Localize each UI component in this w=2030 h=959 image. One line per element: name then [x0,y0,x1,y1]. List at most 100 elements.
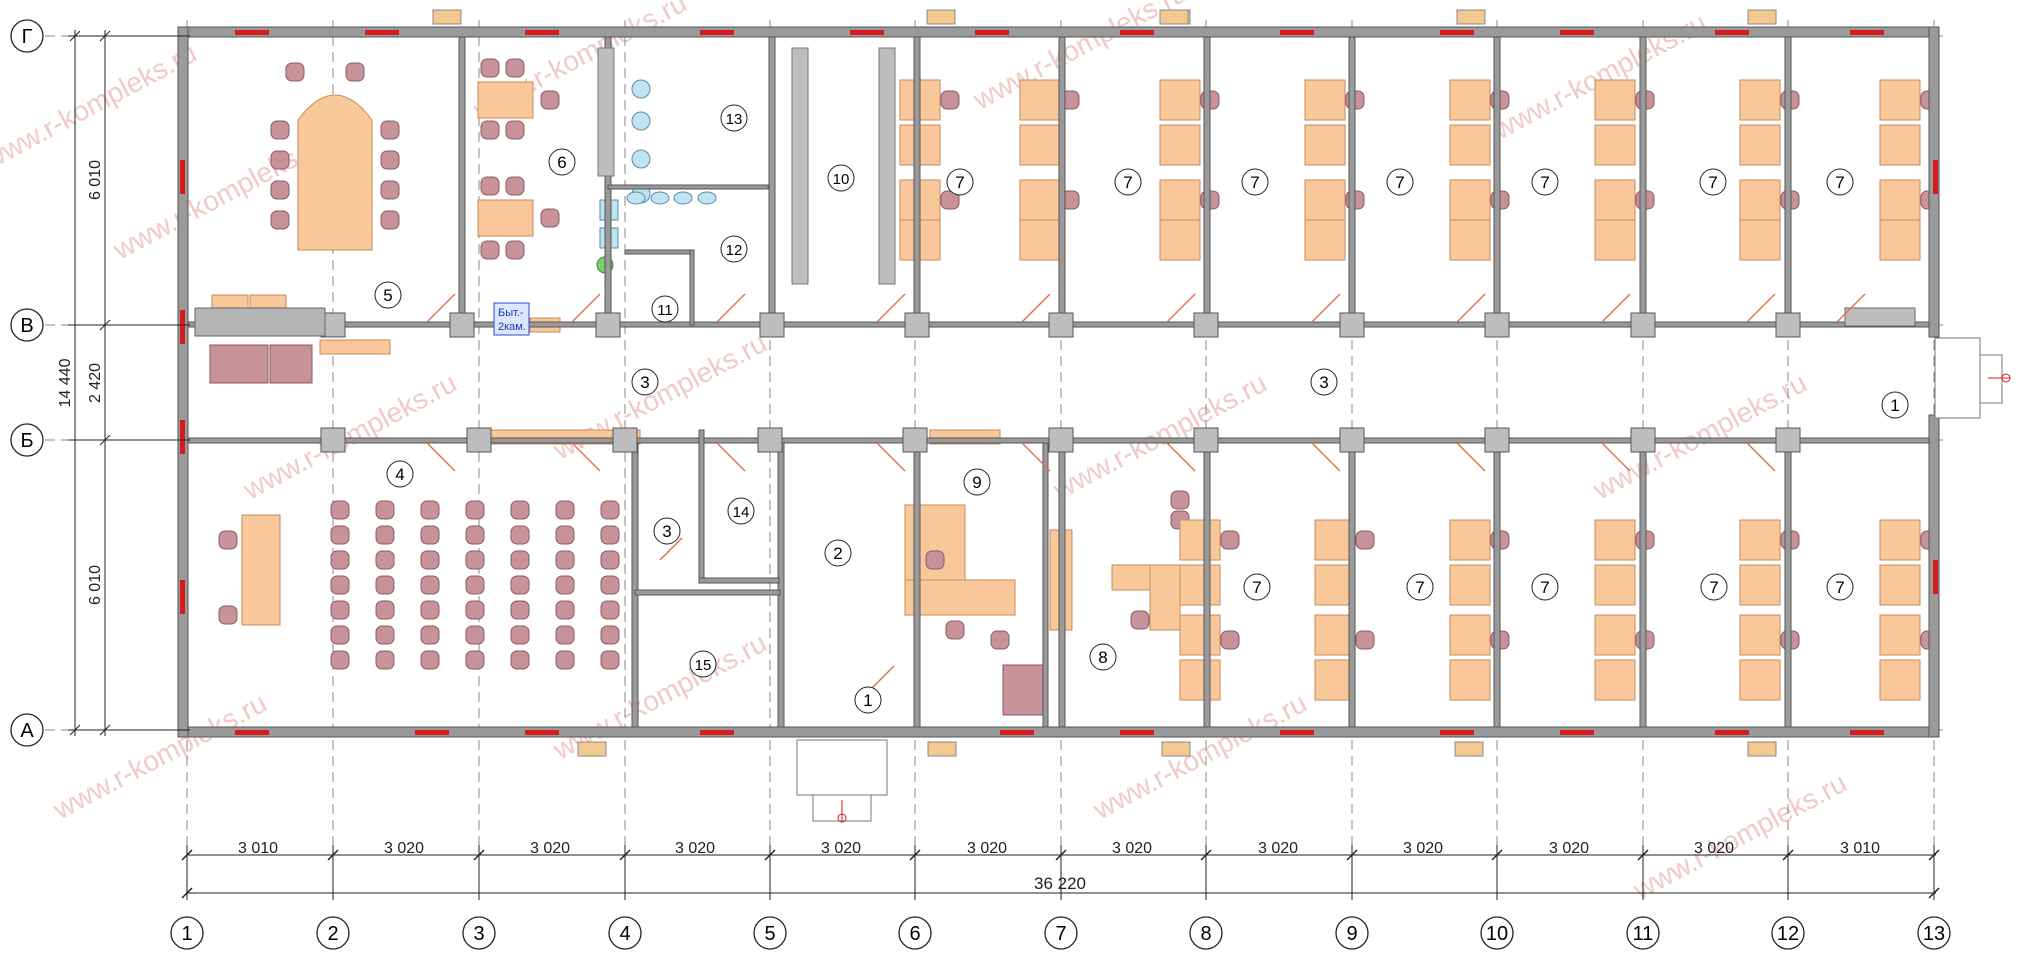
partition-wall [913,36,921,325]
room-7-label: 7 [1699,168,1727,196]
window [415,730,449,735]
built-in-wardrobe [791,47,809,285]
dimension-span: 3 020 [967,840,1007,857]
room-1-label-side: 1 [1881,391,1909,419]
room-7-label: 7 [1406,573,1434,601]
appliance-label-line2: 2кам. [498,321,526,333]
room-7-label: 7 [946,168,974,196]
partition-wall [607,184,769,190]
side-steps [1979,354,2003,404]
desk [1179,659,1221,701]
front-porch [796,739,888,796]
desk [1449,124,1491,166]
axis-marker-column: 13 [1917,916,1951,950]
room-3-label-stair: 3 [653,517,681,545]
svg-text:7: 7 [1835,173,1844,192]
desk [1449,564,1491,606]
desk [1594,564,1636,606]
radiator [577,741,607,757]
lecture-chair [600,650,620,670]
dimension-span: 3 020 [530,840,570,857]
axis-marker-a: А [10,713,44,747]
svg-text:7: 7 [1708,173,1717,192]
door [869,665,895,691]
desk [1019,179,1061,221]
desk [1449,179,1491,221]
svg-text:11: 11 [657,302,673,319]
chair [505,58,525,78]
partition-wall [913,442,921,728]
lecture-chair [555,625,575,645]
dimension-tick [327,849,339,861]
credenza [249,294,287,310]
lecture-desk [241,514,281,626]
chair [380,210,400,230]
toilet [631,149,651,169]
desk [1879,659,1921,701]
door [1021,293,1051,323]
window [180,160,185,194]
axis-marker-column: 7 [1044,916,1078,950]
partition-wall [689,249,695,326]
dimension-tick [181,887,193,899]
axis-marker-column: 10 [1480,916,1514,950]
vertical-dimensions: 14 440 6 010 2 420 6 010 [57,30,190,736]
lecture-chair [600,600,620,620]
built-in-wardrobe [878,47,896,285]
dimension-overall-height: 14 440 [57,358,74,407]
svg-text:1: 1 [863,691,872,710]
svg-text:2: 2 [833,544,842,563]
svg-text:3: 3 [1319,373,1328,392]
desk [1879,519,1921,561]
desk [1304,124,1346,166]
watermark: www.r-kompleks.ru [547,327,771,466]
lecture-chair [465,650,485,670]
door [571,442,601,472]
dimension-tick [1200,849,1212,861]
door [426,293,456,323]
desk [1739,564,1781,606]
svg-text:5: 5 [383,286,392,305]
room-7-label: 7 [1700,573,1728,601]
window [975,30,1009,35]
shelf [319,339,391,355]
chair [285,62,305,82]
room-7-label: 7 [1114,168,1142,196]
chair [540,208,560,228]
desk [1594,179,1636,221]
svg-text:8: 8 [1098,648,1107,667]
desk [1159,179,1201,221]
axis-label: 13 [1923,923,1945,945]
svg-text:3: 3 [662,522,671,541]
partition-wall [1203,36,1211,325]
window [1000,730,1034,735]
dimension-span: 3 020 [675,840,715,857]
radiator [1747,741,1777,757]
lecture-chair [375,625,395,645]
door [1836,293,1866,323]
dimension-overall-width: 36 220 [1034,874,1086,893]
room-7-label: 7 [1826,168,1854,196]
svg-text:14: 14 [733,504,750,521]
lecture-chair [375,500,395,520]
axis-marker-column: 9 [1335,916,1369,950]
axis-label: 12 [1777,923,1799,945]
desk [1739,659,1781,701]
structural-column [902,427,928,453]
room-2-label: 2 [824,539,852,567]
desk [1594,79,1636,121]
radiator [927,741,957,757]
svg-text:7: 7 [1395,173,1404,192]
room-labels: 5 6 13 12 11 10 3 3 3 4 14 15 2 1 1 9 8 … [374,104,1909,714]
door [1456,442,1486,472]
dimension-tick [764,849,776,861]
desk [1159,124,1201,166]
watermark: www.r-kompleks.ru [47,687,271,826]
dimension-span: 3 010 [238,840,278,857]
desk [1739,124,1781,166]
radiator [1159,9,1189,25]
door [716,442,746,472]
window [850,30,884,35]
partition-wall [698,577,780,584]
